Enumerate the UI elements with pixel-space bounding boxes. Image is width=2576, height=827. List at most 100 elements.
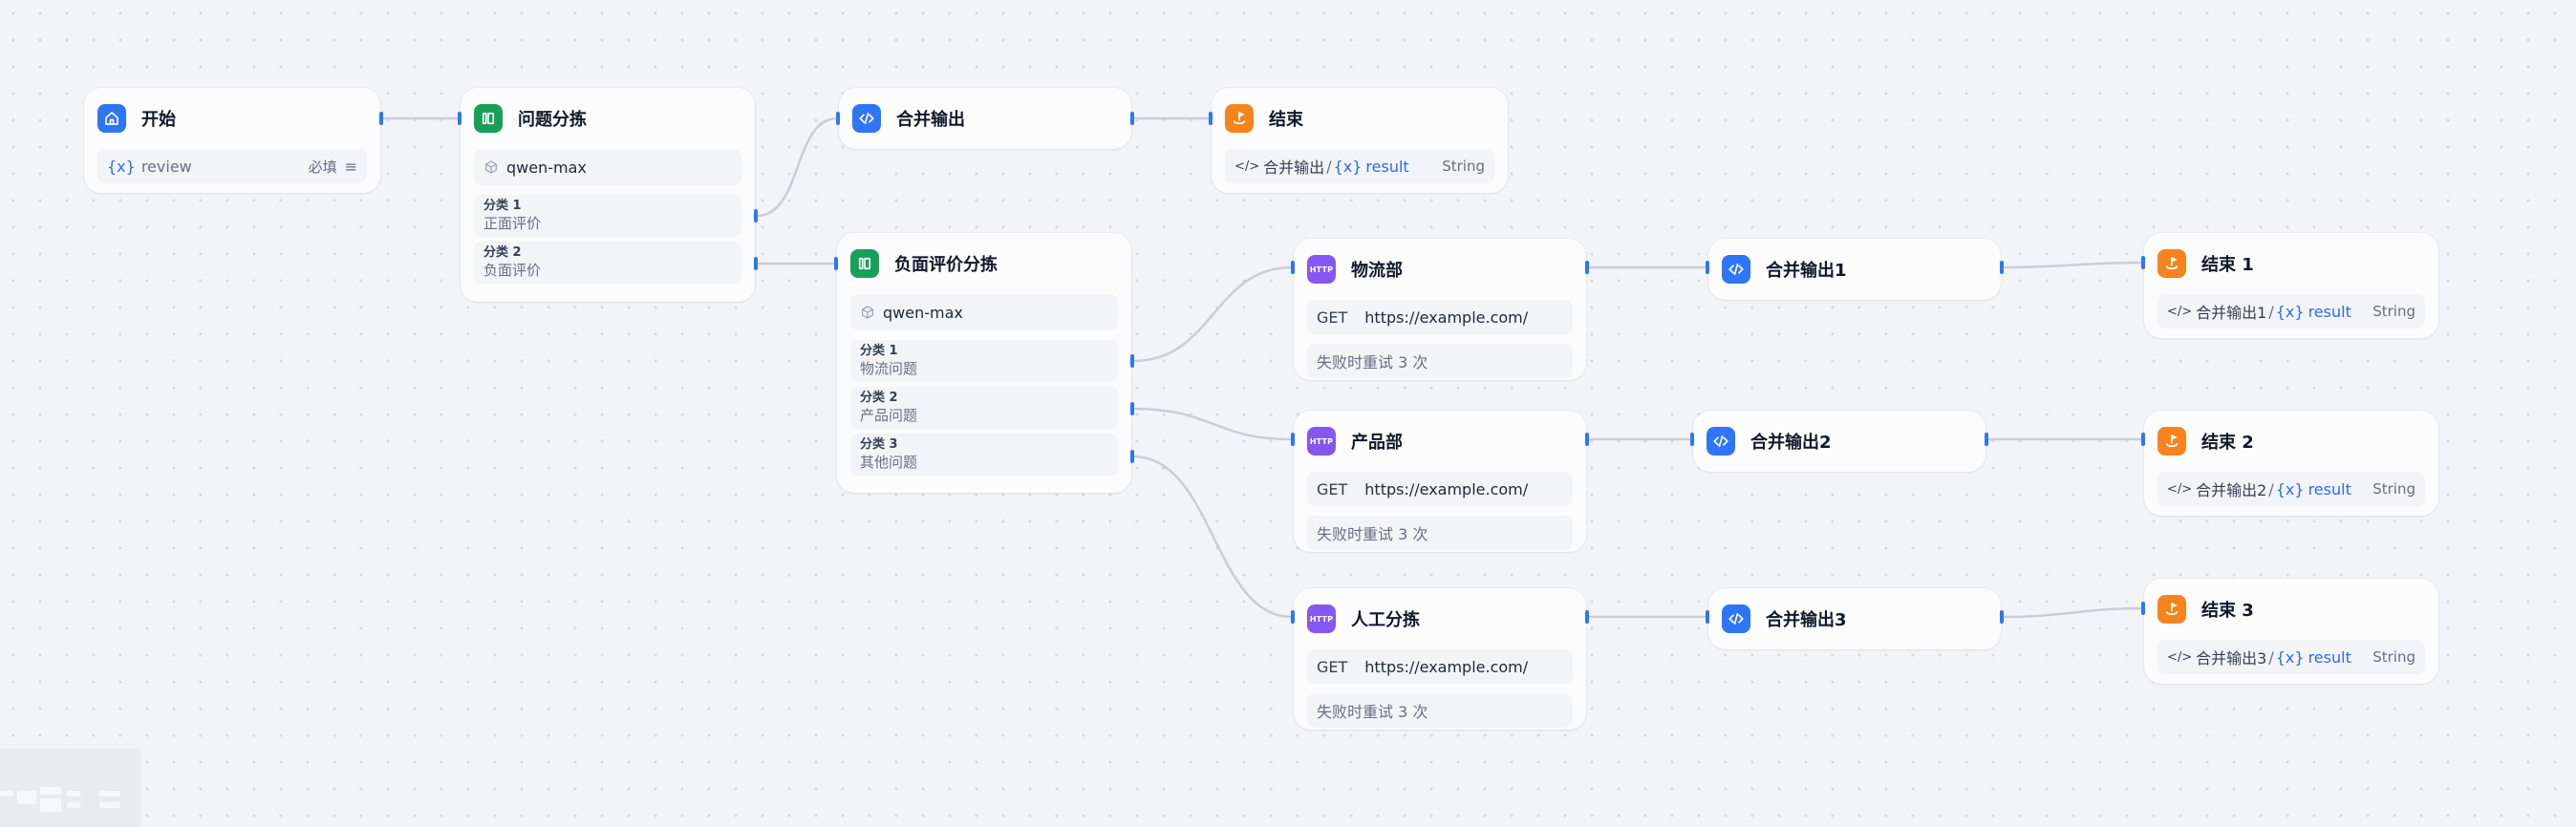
class-item-3[interactable]: 分类 3 其他问题 (850, 434, 1118, 476)
output-variable-row[interactable]: </> 合并输出2 / {x} result String (2157, 472, 2425, 506)
handle-merge1-out[interactable] (2000, 261, 2004, 274)
handle-classify-in[interactable] (458, 112, 462, 125)
node-title: 结束 (1269, 110, 1303, 130)
node-end-3[interactable]: 结束 3 </> 合并输出3 / {x} result String (2144, 579, 2438, 684)
node-merge-output-3[interactable]: 合并输出3 (1708, 588, 2001, 649)
node-title: 物流部 (1351, 261, 1403, 281)
handle-http2-out[interactable] (1585, 433, 1589, 446)
handle-http2-in[interactable] (1291, 433, 1295, 446)
handle-neg-out-3[interactable] (1130, 450, 1134, 463)
model-name: qwen-max (883, 303, 963, 322)
http-method: GET (1317, 307, 1348, 327)
node-http-manual[interactable]: HTTP 人工分拣 GET https://example.com/ 失败时重试… (1294, 588, 1586, 730)
output-source: 合并输出 (1263, 159, 1325, 177)
class-item-1[interactable]: 分类 1 正面评价 (474, 195, 741, 237)
handle-end3-in[interactable] (2141, 602, 2145, 615)
handle-merge2-out[interactable] (1985, 433, 1988, 446)
node-title: 结束 2 (2201, 433, 2254, 453)
handle-merge-top-out[interactable] (1130, 112, 1134, 125)
code-small-icon: </> (2167, 649, 2193, 665)
end-icon (2157, 595, 2186, 624)
node-title: 负面评价分拣 (894, 255, 998, 275)
separator: / (2268, 647, 2274, 667)
output-variable-row[interactable]: </> 合并输出 / {x} result String (1225, 149, 1494, 183)
handle-neg-in[interactable] (834, 257, 838, 270)
node-end[interactable]: 结束 </> 合并输出 / {x} result String (1212, 88, 1508, 193)
node-classifier-negative[interactable]: 负面评价分拣 qwen-max 分类 1 物流问题 分类 2 产品问题 分类 3… (837, 233, 1131, 493)
minimap-node (0, 791, 13, 796)
edge-merge3-end3 (2002, 606, 2143, 619)
handle-start-out[interactable] (379, 112, 383, 125)
handle-merge2-in[interactable] (1690, 433, 1694, 446)
handle-classify-out-1[interactable] (754, 209, 758, 223)
node-title: 合并输出3 (1766, 610, 1847, 630)
output-source: 合并输出2 (2196, 481, 2267, 499)
minimap-node (99, 791, 120, 796)
minimap-node (17, 791, 36, 804)
handle-http1-in[interactable] (1291, 261, 1295, 274)
node-merge-output-2[interactable]: 合并输出2 (1693, 411, 1986, 472)
node-merge-output[interactable]: 合并输出 (839, 88, 1131, 149)
handle-classify-out-2[interactable] (754, 257, 758, 270)
node-title: 结束 3 (2201, 601, 2254, 621)
node-end-1[interactable]: 结束 1 </> 合并输出1 / {x} result String (2144, 233, 2438, 338)
start-variable-row[interactable]: {x} review 必填 ≡ (97, 149, 367, 183)
model-row[interactable]: qwen-max (850, 294, 1118, 330)
handle-end1-in[interactable] (2141, 256, 2145, 269)
edge-neg-http2 (1132, 407, 1293, 441)
node-merge-output-1[interactable]: 合并输出1 (1708, 239, 2001, 300)
handle-http3-in[interactable] (1291, 610, 1295, 624)
class-label: 分类 2 (860, 391, 898, 405)
handle-merge3-out[interactable] (2000, 610, 2004, 624)
http-icon: HTTP (1307, 427, 1336, 456)
code-icon (852, 104, 881, 133)
class-item-1[interactable]: 分类 1 物流问题 (850, 340, 1118, 382)
http-url: https://example.com/ (1364, 307, 1529, 327)
class-item-2[interactable]: 分类 2 负面评价 (474, 242, 741, 284)
handle-merge3-in[interactable] (1706, 610, 1709, 624)
http-method: GET (1317, 657, 1348, 676)
model-name: qwen-max (506, 158, 587, 177)
edge-neg-http3 (1132, 455, 1293, 619)
handle-merge1-in[interactable] (1706, 261, 1709, 274)
request-row[interactable]: GET https://example.com/ (1307, 472, 1573, 506)
model-cube-icon (860, 305, 875, 320)
model-row[interactable]: qwen-max (474, 149, 741, 185)
request-row[interactable]: GET https://example.com/ (1307, 300, 1573, 334)
node-classifier-main[interactable]: 问题分拣 qwen-max 分类 1 正面评价 分类 2 负面评价 (461, 88, 755, 302)
variable-icon: {x} (107, 157, 136, 176)
handle-end2-in[interactable] (2141, 433, 2145, 446)
node-start[interactable]: 开始 {x} review 必填 ≡ (84, 88, 380, 193)
request-row[interactable]: GET https://example.com/ (1307, 649, 1573, 684)
output-variable-row[interactable]: </> 合并输出1 / {x} result String (2157, 294, 2425, 329)
output-type: String (2372, 480, 2415, 498)
class-item-2[interactable]: 分类 2 产品问题 (850, 387, 1118, 429)
code-small-icon: </> (1234, 159, 1260, 174)
end-icon (2157, 249, 2186, 278)
handle-http1-out[interactable] (1585, 261, 1589, 274)
handle-neg-out-2[interactable] (1130, 402, 1134, 415)
separator: / (1326, 157, 1332, 176)
minimap[interactable] (0, 749, 141, 827)
output-variable-row[interactable]: </> 合并输出3 / {x} result String (2157, 640, 2425, 674)
node-title: 结束 1 (2201, 255, 2254, 275)
node-end-2[interactable]: 结束 2 </> 合并输出2 / {x} result String (2144, 411, 2438, 516)
output-variable: result (2308, 647, 2351, 667)
text-type-icon: ≡ (344, 157, 357, 176)
node-http-product[interactable]: HTTP 产品部 GET https://example.com/ 失败时重试 … (1294, 411, 1586, 552)
node-http-logistics[interactable]: HTTP 物流部 GET https://example.com/ 失败时重试 … (1294, 239, 1586, 380)
http-url: https://example.com/ (1364, 657, 1529, 676)
node-title: 合并输出 (896, 110, 965, 130)
variable-icon: {x} (2275, 479, 2305, 498)
class-label: 分类 1 (860, 344, 898, 358)
separator: / (2268, 479, 2274, 498)
handle-merge-top-in[interactable] (836, 112, 840, 125)
retry-text: 失败时重试 3 次 (1317, 525, 1428, 543)
class-value: 物流问题 (860, 360, 918, 377)
class-label: 分类 1 (483, 199, 522, 213)
output-type: String (2372, 648, 2415, 666)
handle-end-top-in[interactable] (1209, 112, 1213, 125)
handle-neg-out-1[interactable] (1130, 354, 1134, 368)
handle-http3-out[interactable] (1585, 610, 1589, 624)
required-label: 必填 (308, 158, 337, 176)
